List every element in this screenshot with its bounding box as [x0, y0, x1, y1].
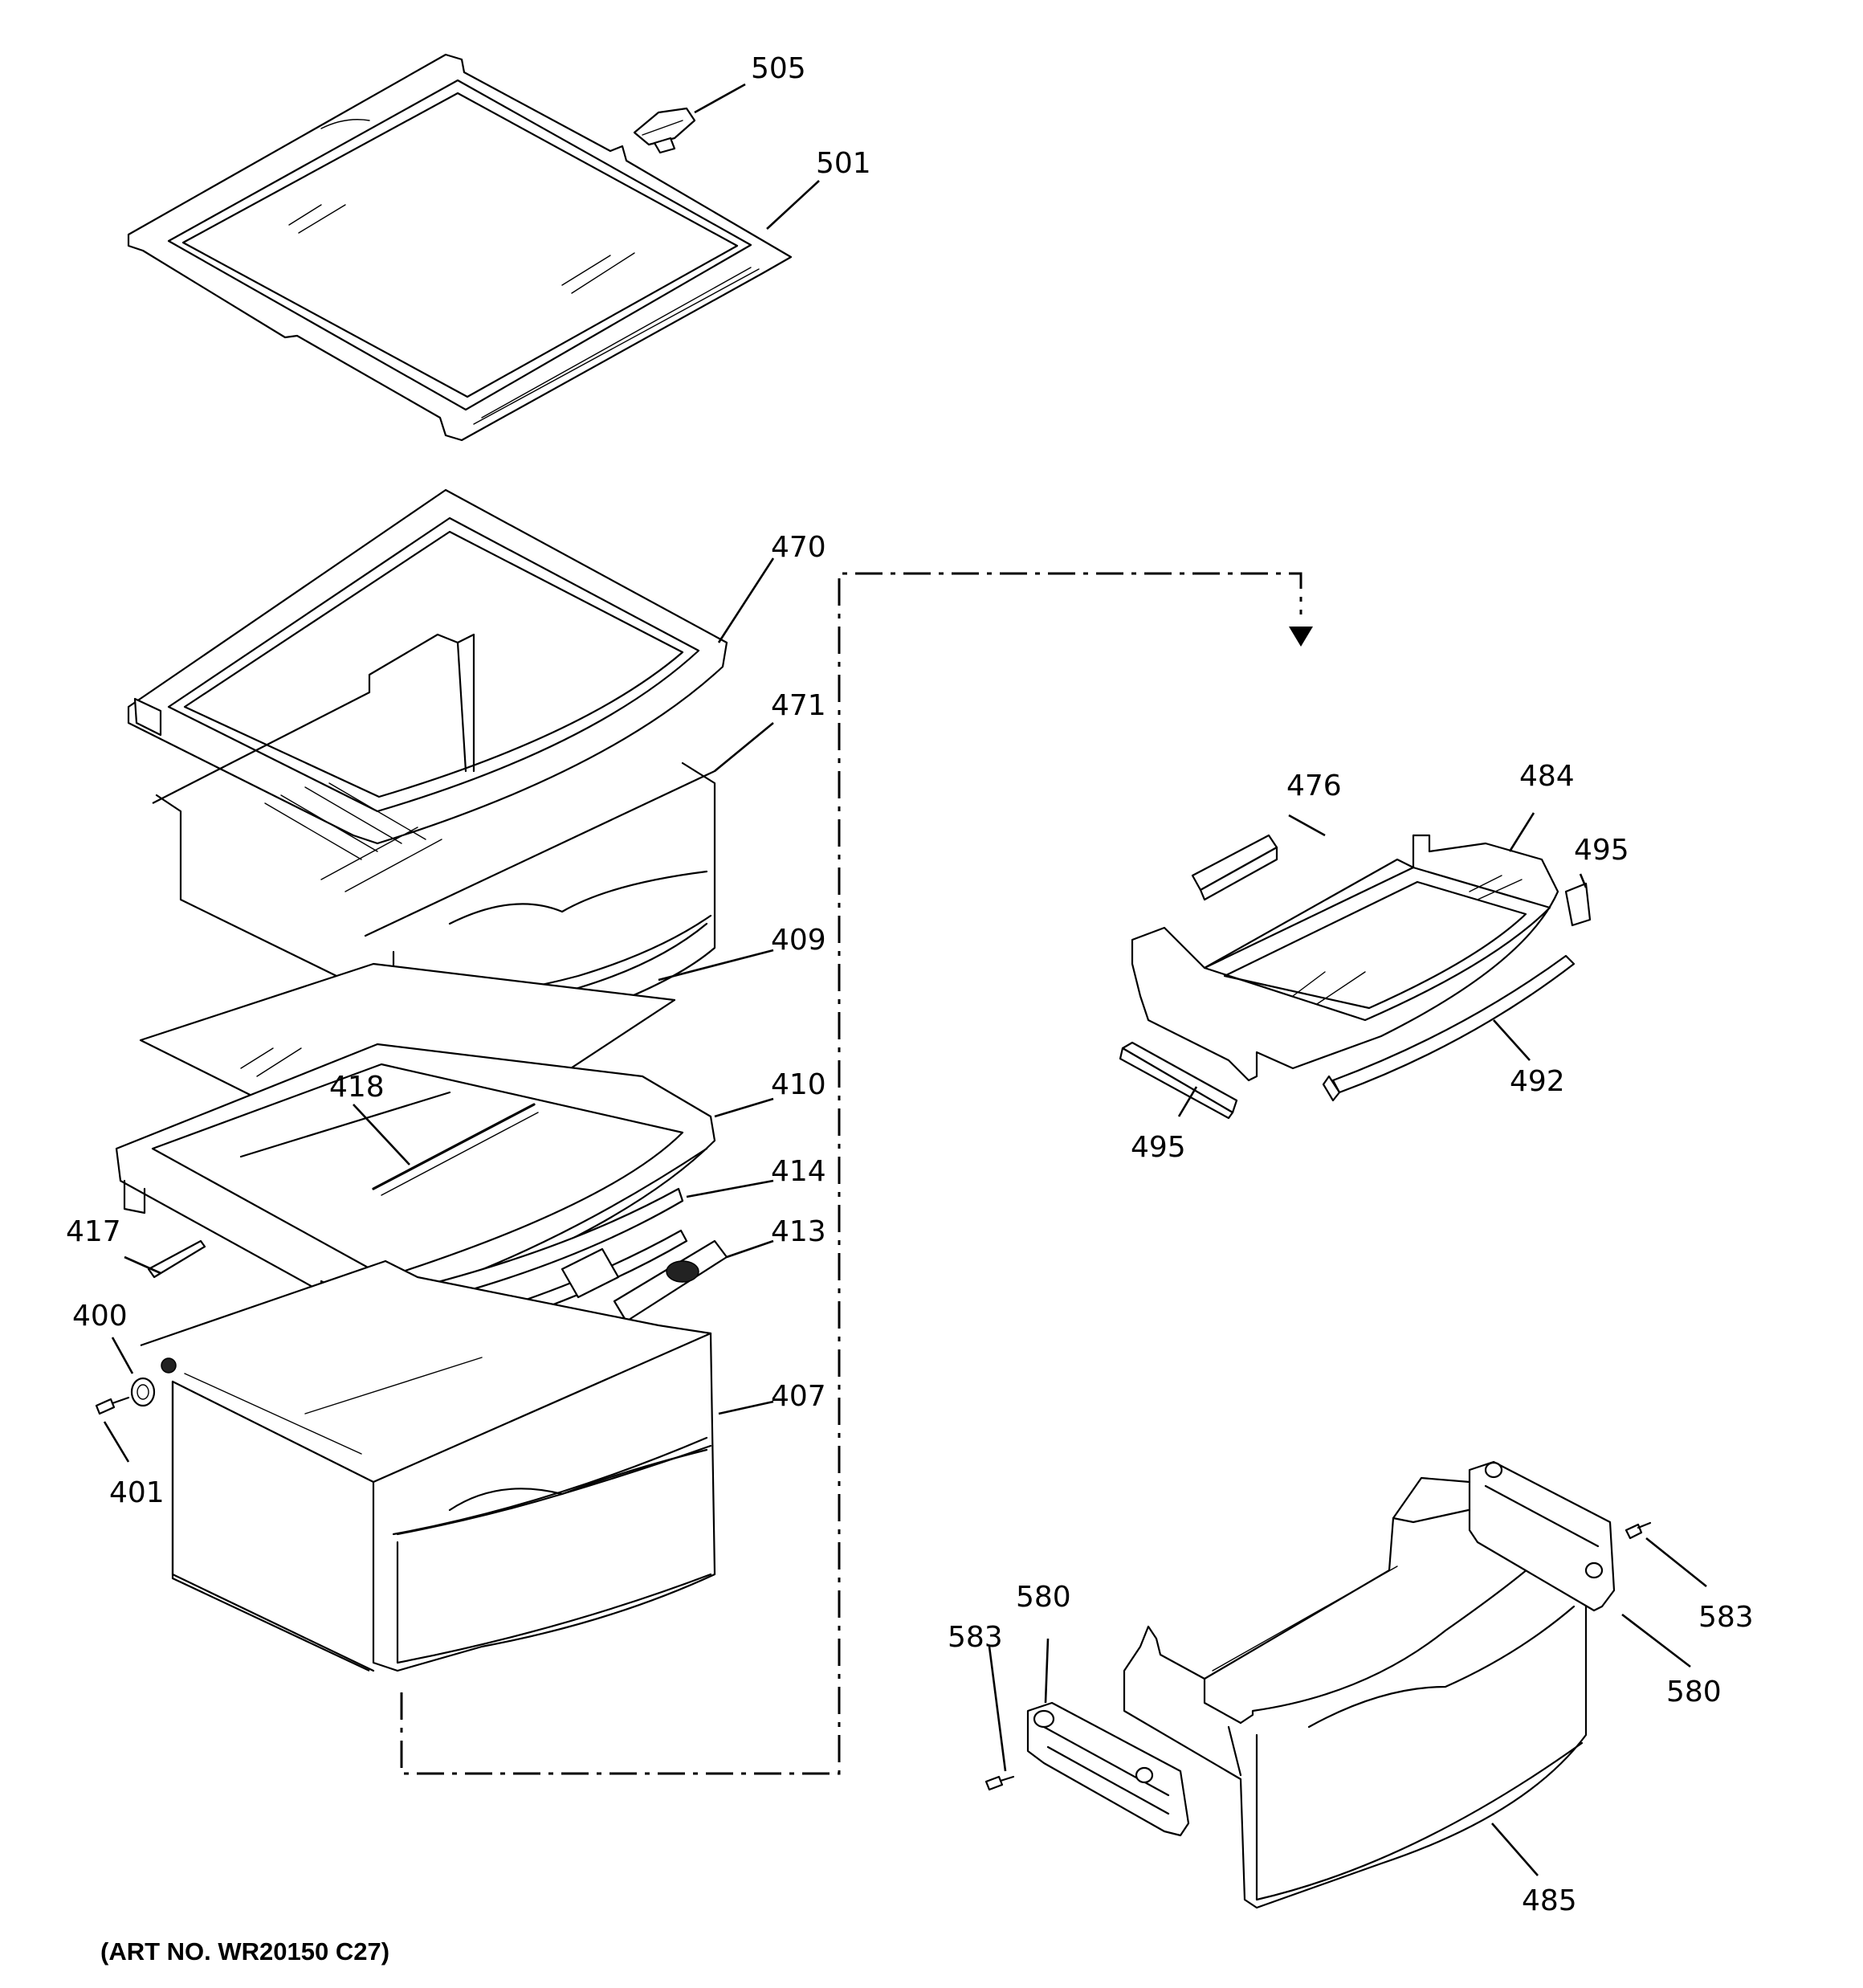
part-505-shelf-clip	[633, 107, 696, 154]
cross-reference-dashed-path	[400, 572, 1313, 1775]
callout-580-right: 580	[1666, 1676, 1722, 1708]
art-number: (ART NO. WR20150 C27)	[100, 1937, 389, 1966]
part-476-insert	[1191, 834, 1278, 901]
part-470-cover-frame	[127, 488, 728, 845]
callout-409: 409	[771, 924, 826, 957]
part-583-screw-left	[984, 1775, 1015, 1791]
callout-583-left: 583	[948, 1621, 1003, 1654]
part-418-rod	[372, 1103, 539, 1196]
callout-418: 418	[329, 1071, 385, 1104]
part-401-screw	[95, 1396, 130, 1415]
callout-471: 471	[771, 689, 826, 722]
down-arrow-icon	[1289, 627, 1313, 647]
callout-580-left: 580	[1016, 1581, 1071, 1614]
part-583-screw-right	[1625, 1521, 1652, 1540]
callout-501: 501	[816, 147, 871, 180]
callout-476: 476	[1286, 769, 1342, 802]
callout-470: 470	[771, 531, 826, 564]
part-485-pan	[1123, 1468, 1588, 1909]
callout-495-bottom: 495	[1131, 1131, 1186, 1164]
part-407-lower-drawer	[140, 1259, 716, 1672]
part-580-slide-right	[1468, 1460, 1616, 1612]
part-495-rail-right	[1564, 882, 1592, 927]
callout-414: 414	[771, 1155, 826, 1188]
callout-401: 401	[109, 1476, 165, 1509]
callout-485: 485	[1522, 1884, 1577, 1917]
callout-583-right: 583	[1698, 1601, 1754, 1634]
callout-484: 484	[1519, 760, 1575, 793]
part-580-slide-left	[1026, 1701, 1190, 1837]
callout-495-top: 495	[1574, 834, 1629, 867]
callout-410: 410	[771, 1068, 826, 1101]
part-417-rod	[147, 1239, 206, 1279]
callout-407: 407	[771, 1380, 826, 1413]
part-484-cover	[1131, 834, 1559, 1082]
callout-labels: 505 501 470 471 409 418 410 414 417 413 …	[66, 52, 1754, 1917]
leader-lines	[103, 83, 1707, 1876]
callout-505: 505	[751, 52, 806, 85]
part-400-roller	[130, 1377, 156, 1407]
callout-400: 400	[72, 1300, 128, 1333]
callout-417: 417	[66, 1215, 121, 1248]
part-495-rail-left	[1119, 1041, 1238, 1120]
part-501-glass-shelf	[127, 53, 793, 442]
callout-492: 492	[1510, 1065, 1565, 1098]
part-492-seal	[1322, 954, 1576, 1102]
callout-413: 413	[771, 1215, 826, 1248]
